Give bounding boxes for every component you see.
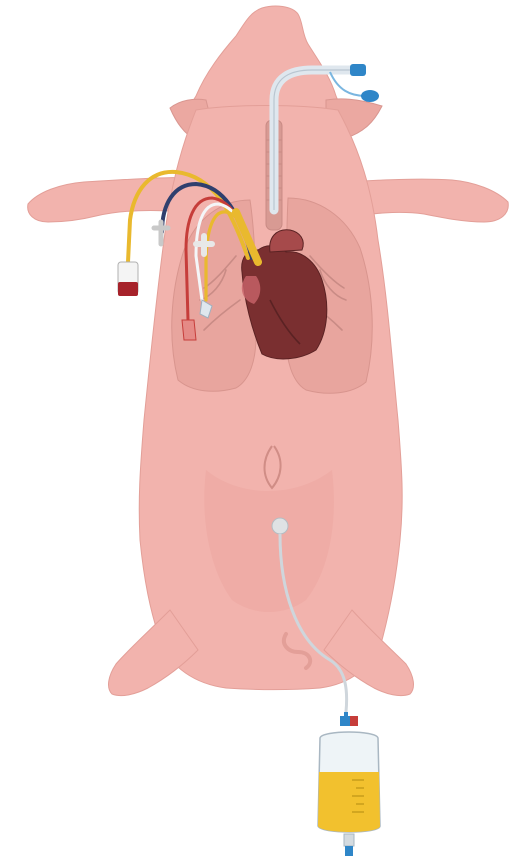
bag-urine [318,772,380,832]
bag-drain-valve [345,846,353,856]
blood-sample-tube [118,282,138,296]
tube-connector [350,64,366,76]
urine-collection-bag [318,732,380,856]
red-connector [182,320,196,340]
bag-connector-red [350,716,358,726]
pilot-balloon [361,90,379,102]
catheter-insertion-port [272,518,288,534]
bag-outlet [344,834,354,846]
bag-connector-blue [340,716,350,726]
